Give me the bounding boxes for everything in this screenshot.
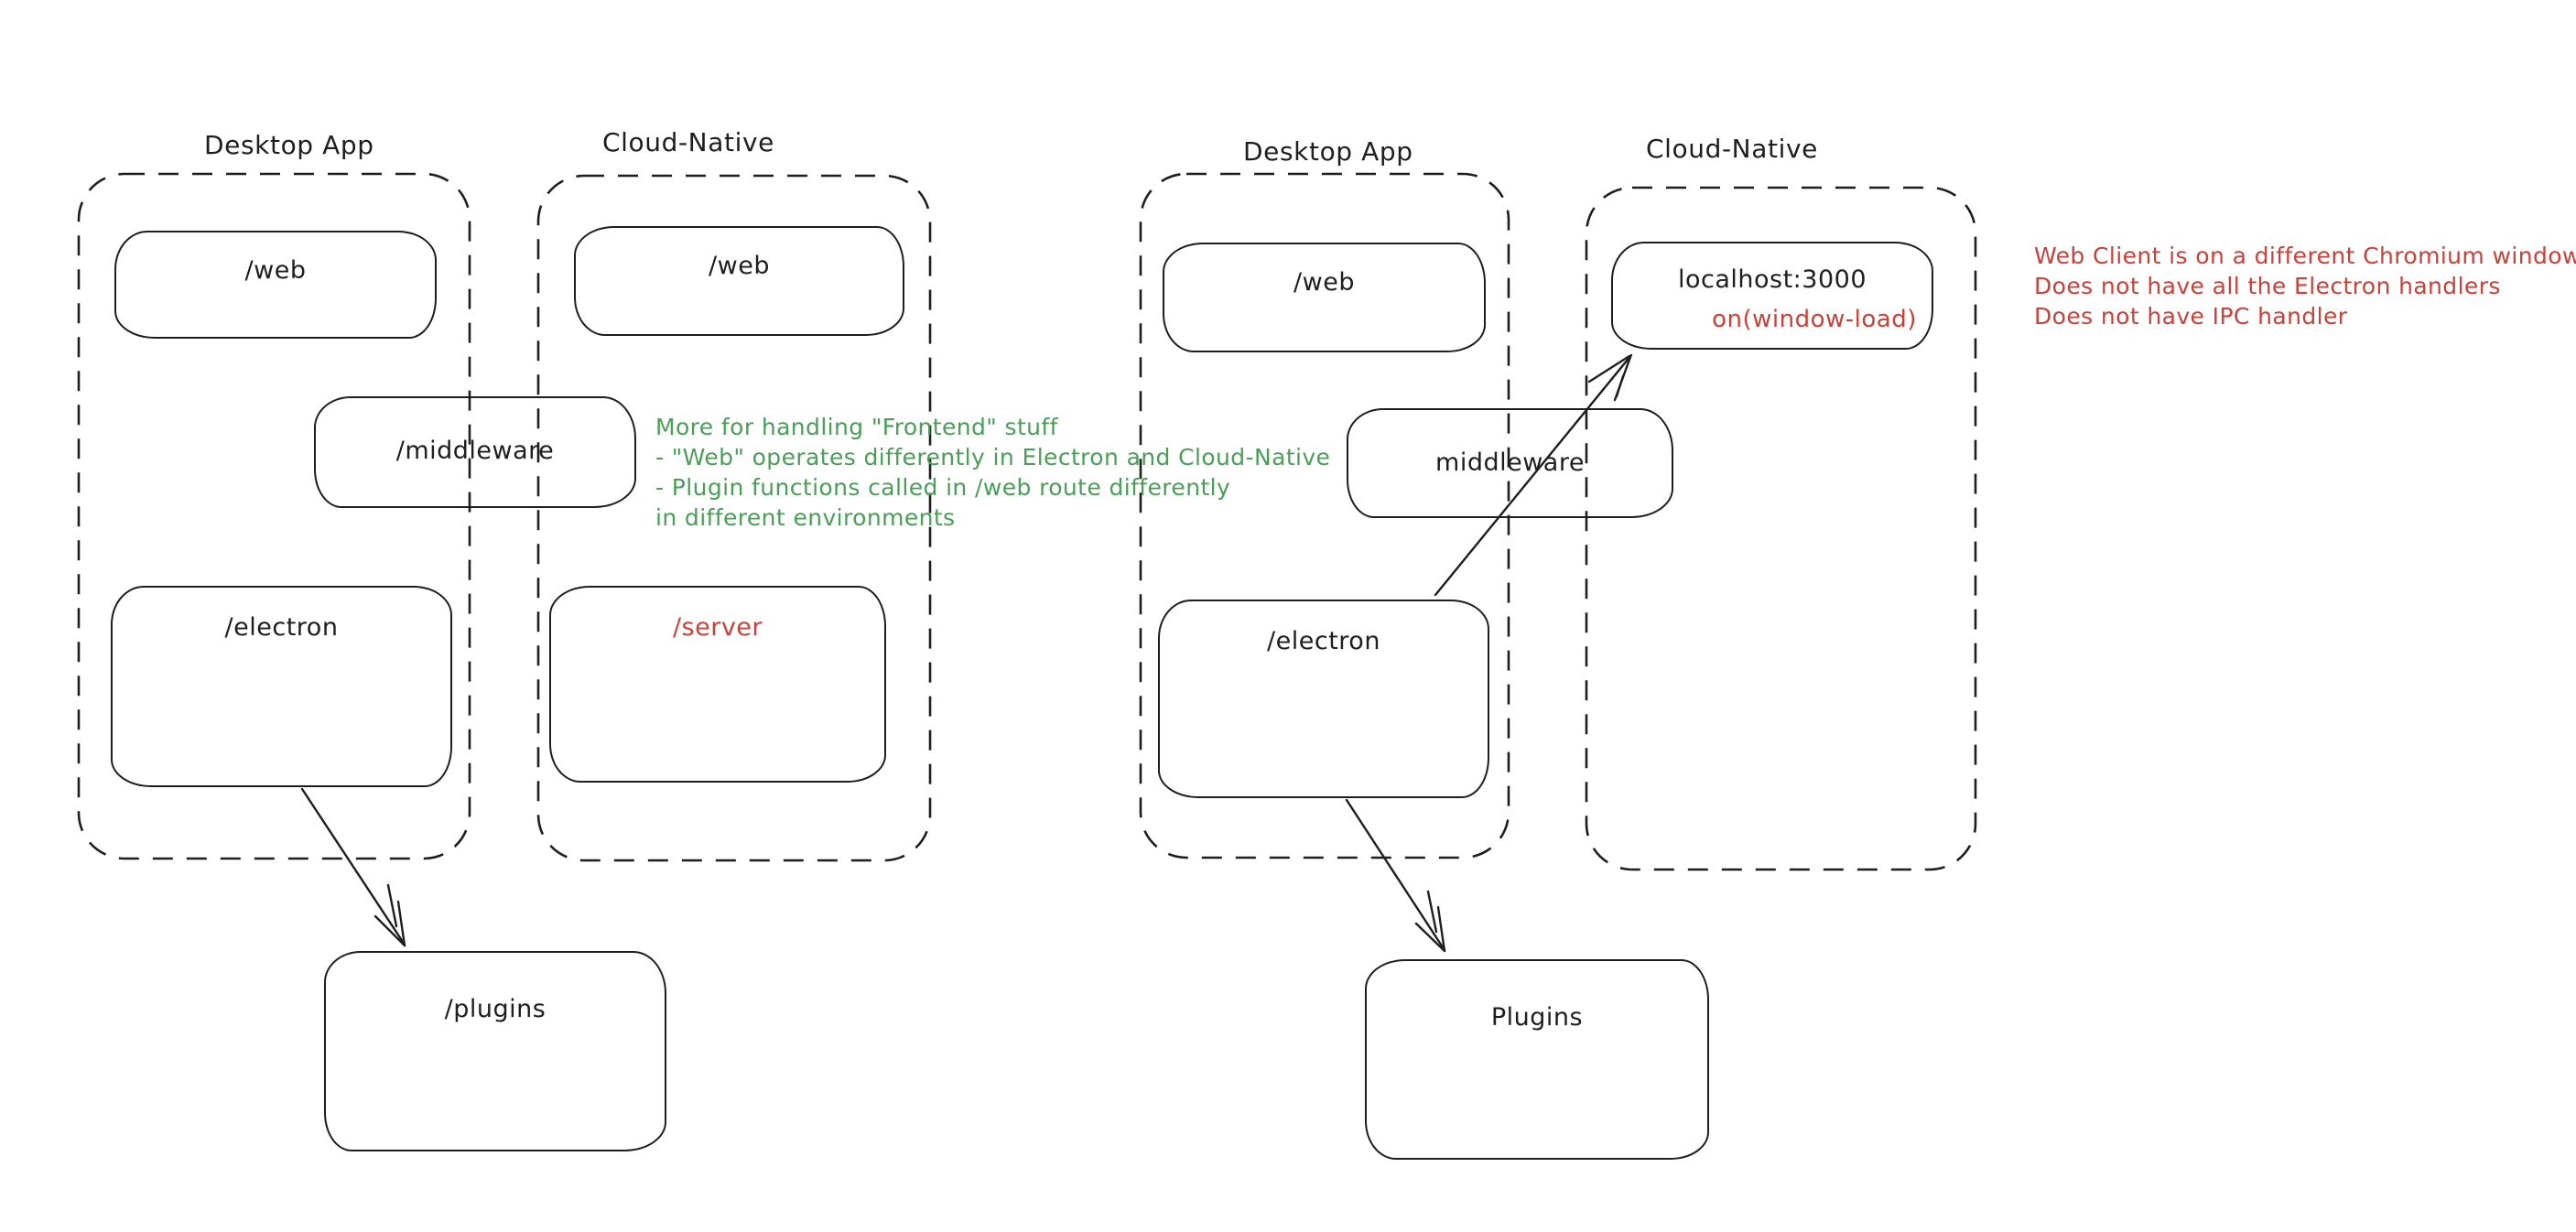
- left-web-cloud-box: /web: [574, 226, 904, 336]
- left-plugins-box: /plugins: [324, 951, 666, 1151]
- annotation-line: - Plugin functions called in /web route …: [655, 474, 1231, 501]
- annotation-line: in different environments: [655, 504, 956, 531]
- left-web-desktop-label: /web: [244, 256, 307, 285]
- left-electron-label: /electron: [224, 613, 339, 642]
- left-web-desktop-box: /web: [114, 231, 437, 339]
- left-plugins-label: /plugins: [444, 995, 547, 1023]
- annotation-line: - "Web" operates differently in Electron…: [655, 444, 1331, 470]
- right-web-label: /web: [1293, 268, 1355, 297]
- right-middleware-label: middleware: [1435, 448, 1585, 477]
- right-localhost-box: localhost:3000 on(window-load): [1611, 242, 1933, 350]
- right-electron-label: /electron: [1267, 627, 1380, 655]
- right-red-annotation: Web Client is on a different Chromium wi…: [2034, 241, 2576, 331]
- left-cloud-native-title: Cloud-Native: [602, 127, 774, 157]
- left-cloud-native-container: [536, 174, 932, 862]
- right-cloud-native-title: Cloud-Native: [1646, 134, 1818, 164]
- left-electron-box: /electron: [111, 586, 452, 787]
- arrow-electron-to-plugins-right: [1345, 798, 1446, 953]
- arrow-electron-to-plugins-left: [300, 787, 406, 947]
- arrow-electron-to-localhost: [1434, 353, 1633, 597]
- annotation-line: More for handling "Frontend" stuff: [655, 414, 1058, 440]
- right-localhost-event-label: on(window-load): [1712, 306, 1917, 333]
- right-plugins-label: Plugins: [1490, 1003, 1584, 1032]
- right-electron-box: /electron: [1158, 600, 1489, 798]
- left-server-label: /server: [672, 613, 763, 642]
- left-web-cloud-label: /web: [709, 252, 770, 280]
- left-desktop-app-title: Desktop App: [204, 130, 374, 160]
- right-plugins-box: Plugins: [1365, 959, 1709, 1160]
- left-desktop-app-container: [77, 172, 471, 860]
- right-cloud-native-container: [1585, 186, 1977, 871]
- annotation-line: Web Client is on a different Chromium wi…: [2034, 243, 2576, 269]
- left-middleware-label: /middleware: [395, 437, 555, 465]
- right-desktop-app-container: [1139, 172, 1510, 859]
- right-localhost-label: localhost:3000: [1677, 265, 1867, 294]
- left-middleware-box: /middleware: [314, 396, 636, 508]
- annotation-line: Does not have IPC handler: [2034, 303, 2348, 330]
- right-desktop-app-title: Desktop App: [1243, 136, 1413, 167]
- left-server-box: /server: [549, 586, 886, 783]
- right-web-box: /web: [1163, 243, 1486, 352]
- right-middleware-box: middleware: [1347, 408, 1673, 518]
- left-green-annotation: More for handling "Frontend" stuff - "We…: [655, 412, 1330, 533]
- annotation-line: Does not have all the Electron handlers: [2034, 273, 2501, 299]
